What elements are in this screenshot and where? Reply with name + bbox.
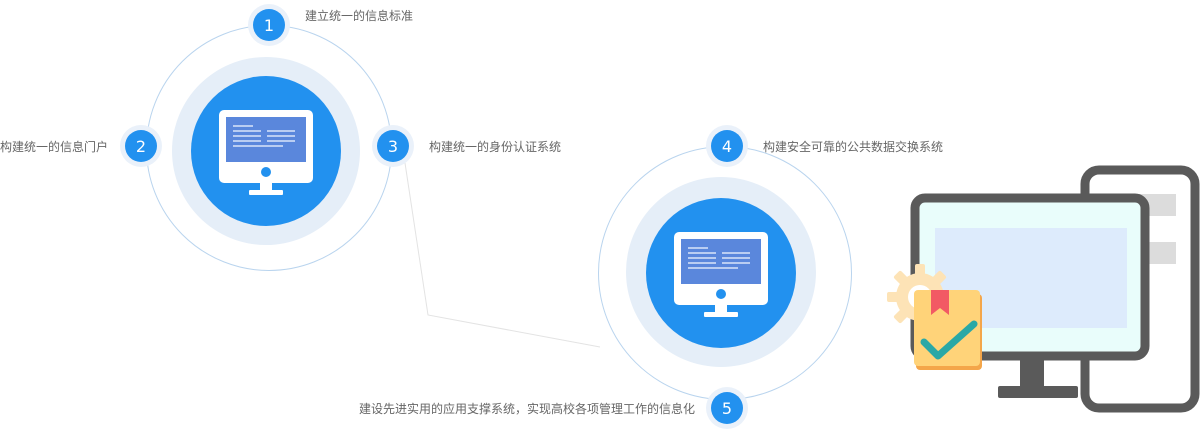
monitor-icon (674, 232, 768, 317)
core-left (191, 76, 341, 226)
step-badge-5: 5 (706, 387, 748, 429)
step-number-5: 5 (711, 392, 743, 424)
bookmark-icon (931, 290, 949, 315)
step-badge-3: 3 (372, 125, 414, 167)
step-number-2: 2 (125, 130, 157, 162)
step-label-4: 构建安全可靠的公共数据交换系统 (763, 140, 944, 154)
monitor-icon (219, 110, 313, 195)
step-number-3: 3 (377, 130, 409, 162)
step-number-4: 4 (711, 130, 743, 162)
check-icon (920, 320, 978, 360)
step-label-3: 构建统一的身份认证系统 (429, 140, 562, 154)
step-badge-4: 4 (706, 125, 748, 167)
step-label-1: 建立统一的信息标准 (305, 9, 414, 23)
computer-illustration (887, 165, 1200, 413)
step-number-1: 1 (253, 9, 285, 41)
step-badge-1: 1 (248, 4, 290, 46)
step-label-2: 构建统一的信息门户 (0, 140, 109, 154)
core-right (646, 198, 796, 348)
step-badge-2: 2 (120, 125, 162, 167)
step-label-5: 建设先进实用的应用支撑系统，实现高校各项管理工作的信息化 (359, 402, 696, 416)
